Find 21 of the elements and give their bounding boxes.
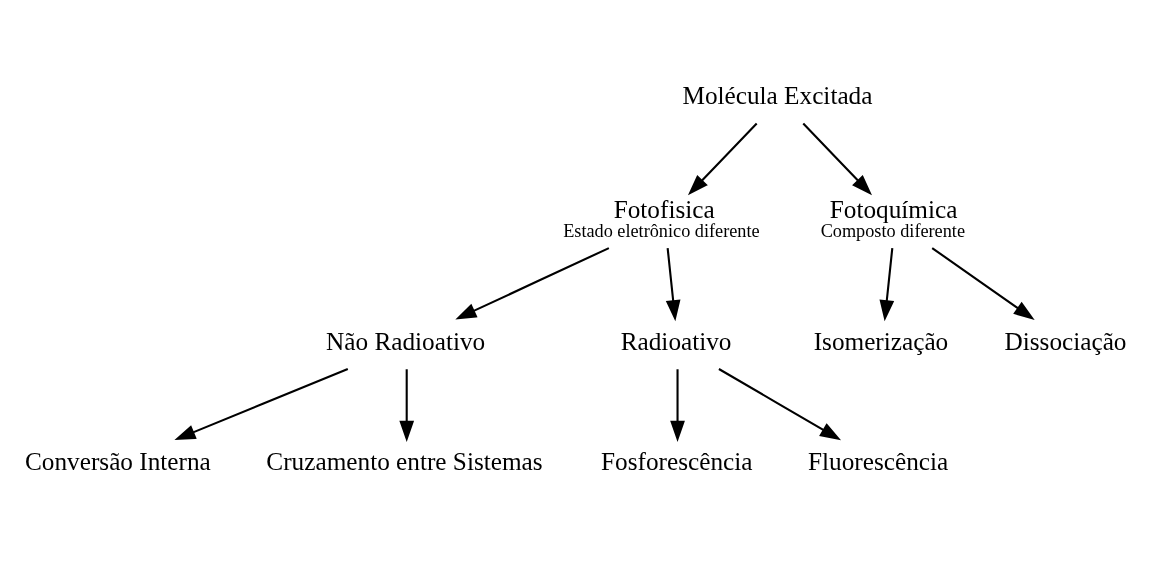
node-text: Isomerização (813, 326, 949, 355)
node-text: Conversão Interna (25, 447, 211, 476)
node-text: Fosforescência (601, 447, 753, 476)
arrow (931, 247, 1035, 320)
arrow (687, 122, 758, 196)
arrow (174, 368, 349, 441)
node-text: Fotofisica Estado eletrônico diferente (563, 194, 760, 242)
node-text: Molécula Excitada (682, 81, 873, 110)
node-text: Cruzamento entre Sistemas (266, 447, 543, 476)
node-text: Radioativo (620, 326, 732, 355)
arrow (718, 368, 842, 441)
node-text: Não Radioativo (326, 326, 486, 355)
node-text: Dissociação (1004, 326, 1127, 355)
arrow (455, 247, 610, 320)
arrow (879, 247, 895, 322)
arrow (670, 369, 685, 442)
node-text: Fotoquímica Composto diferente (820, 194, 965, 242)
arrow (399, 369, 415, 442)
arrow (802, 122, 872, 196)
node-text: Fluorescência (808, 447, 949, 476)
arrow (665, 247, 681, 322)
